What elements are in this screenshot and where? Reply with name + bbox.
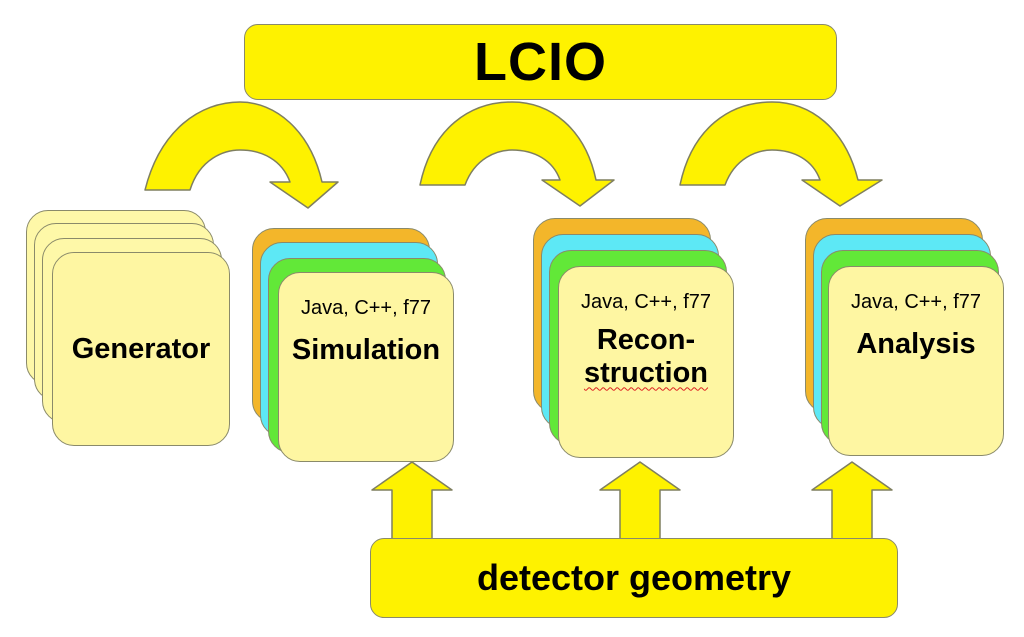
reconstruction-card: Java, C++, f77 Recon- struction: [558, 266, 734, 458]
up-arrow-to-simulation: [371, 461, 453, 546]
reconstruction-label-line2: struction: [583, 357, 709, 390]
up-arrow-to-analysis: [811, 461, 893, 546]
curved-arrow-to-reconstruction: [419, 101, 615, 207]
detector-geometry-label: detector geometry: [476, 557, 792, 598]
simulation-label: Simulation: [291, 334, 441, 366]
analysis-card: Java, C++, f77 Analysis: [828, 266, 1004, 456]
reconstruction-label: Recon- struction: [584, 324, 708, 391]
simulation-card: Java, C++, f77 Simulation: [278, 272, 454, 462]
up-arrow-to-reconstruction: [599, 461, 681, 546]
lcio-title: LCIO: [474, 32, 607, 92]
lcio-bar: LCIO: [244, 24, 837, 100]
curved-arrow-to-analysis: [679, 101, 883, 207]
simulation-languages: Java, C++, f77: [300, 297, 432, 319]
generator-card: Generator: [52, 252, 230, 446]
reconstruction-languages: Java, C++, f77: [580, 291, 712, 313]
reconstruction-label-line1: Recon-: [596, 324, 696, 356]
analysis-label: Analysis: [856, 328, 976, 360]
analysis-languages: Java, C++, f77: [850, 291, 982, 313]
generator-label: Generator: [71, 332, 211, 365]
curved-arrow-to-simulation: [144, 101, 339, 209]
detector-geometry-bar: detector geometry: [370, 538, 898, 618]
